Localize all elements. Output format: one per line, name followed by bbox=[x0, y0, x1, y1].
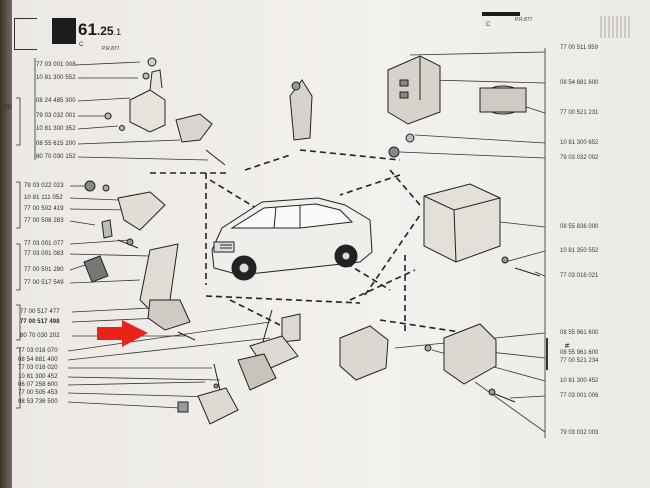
flasher-relay bbox=[423, 183, 541, 277]
page-header: 61.25.1 C P.R.877 C P.R.877 bbox=[0, 0, 650, 60]
part-number: 06 07 258 600 bbox=[18, 382, 58, 388]
part-number: 10 81 300 552 bbox=[36, 75, 76, 81]
group-marker: (g) bbox=[4, 104, 12, 110]
header-box bbox=[14, 18, 37, 50]
part-number: 77 00 502 419 bbox=[24, 206, 64, 212]
part-number: 80 70 030 152 bbox=[36, 154, 76, 160]
headlight-bracket bbox=[104, 57, 226, 166]
header-ref-right: P.R.877 bbox=[515, 17, 533, 23]
switch-bracket-parts bbox=[83, 180, 196, 341]
part-number: 10 81 300 452 bbox=[560, 378, 599, 384]
section-number: 61.25.1 bbox=[78, 20, 122, 39]
part-number: 77 00 517 477 bbox=[20, 309, 60, 315]
part-number: 77 03 001 077 bbox=[24, 241, 64, 247]
part-number: 77 00 521 234 bbox=[560, 358, 599, 364]
part-number: 80 70 030 202 bbox=[20, 333, 60, 339]
relay-box-parts bbox=[289, 55, 527, 158]
part-number: 08 55 615 200 bbox=[36, 141, 76, 147]
part-number: 10 81 111 052 bbox=[24, 195, 63, 201]
part-number: 08 55 961 600 bbox=[560, 350, 599, 356]
part-number: 10 81 350 552 bbox=[560, 248, 599, 254]
part-number: 77 03 016 020 bbox=[18, 365, 58, 371]
header-black-block bbox=[52, 18, 76, 44]
header-c-left: C bbox=[79, 42, 84, 48]
part-number: 08 54 681 400 bbox=[18, 357, 58, 363]
highlighted-part-number: 77 00 517 498 bbox=[20, 319, 60, 325]
part-number: 79 03 032 002 bbox=[560, 155, 599, 161]
part-number: 77 03 016 070 bbox=[18, 348, 58, 354]
part-number: 08 24 485 300 bbox=[36, 98, 76, 104]
part-number: 77 00 521 231 bbox=[560, 110, 599, 116]
header-ref-left: P.R.877 bbox=[102, 46, 120, 52]
part-number: 77 03 001 008 bbox=[36, 62, 76, 68]
part-number: 77 03 016 021 bbox=[560, 273, 599, 279]
part-number: 08 55 836 000 bbox=[560, 224, 599, 230]
part-number: 10 81 300 652 bbox=[560, 140, 599, 146]
part-number: 10 81 300 452 bbox=[18, 374, 58, 380]
red-arrow-indicator bbox=[97, 320, 148, 347]
faint-header-marks bbox=[600, 16, 630, 38]
part-number: 79 03 032 003 bbox=[560, 430, 599, 436]
part-number: 77 03 001 006 bbox=[560, 393, 599, 399]
part-number: 79 03 022 023 bbox=[24, 183, 64, 189]
part-number: 10 81 300 352 bbox=[36, 126, 76, 132]
header-c-right: C bbox=[486, 22, 491, 28]
horn-relay-parts bbox=[177, 309, 301, 425]
part-number: 77 03 001 083 bbox=[24, 251, 64, 257]
part-number: 77 00 505 453 bbox=[18, 390, 58, 396]
not-equal-symbol: ≠ bbox=[565, 341, 570, 350]
part-number: 08 55 961 600 bbox=[560, 330, 599, 336]
part-number: 77 00 501 280 bbox=[24, 267, 64, 273]
header-bar-right bbox=[482, 12, 520, 16]
part-number: 77 00 517 549 bbox=[24, 280, 64, 286]
book-binding bbox=[0, 0, 12, 488]
part-number: 77 00 508 283 bbox=[24, 218, 64, 224]
car-illustration bbox=[211, 197, 373, 281]
part-number: 77 00 511 959 bbox=[560, 45, 598, 51]
switch-bottom-parts bbox=[339, 323, 516, 403]
part-number: 79 03 032 001 bbox=[36, 113, 76, 119]
bracket-top-group bbox=[16, 97, 21, 146]
part-number: 08 54 681 600 bbox=[560, 80, 599, 86]
part-number: 08 53 736 500 bbox=[18, 399, 58, 405]
right-bracket bbox=[546, 338, 548, 370]
